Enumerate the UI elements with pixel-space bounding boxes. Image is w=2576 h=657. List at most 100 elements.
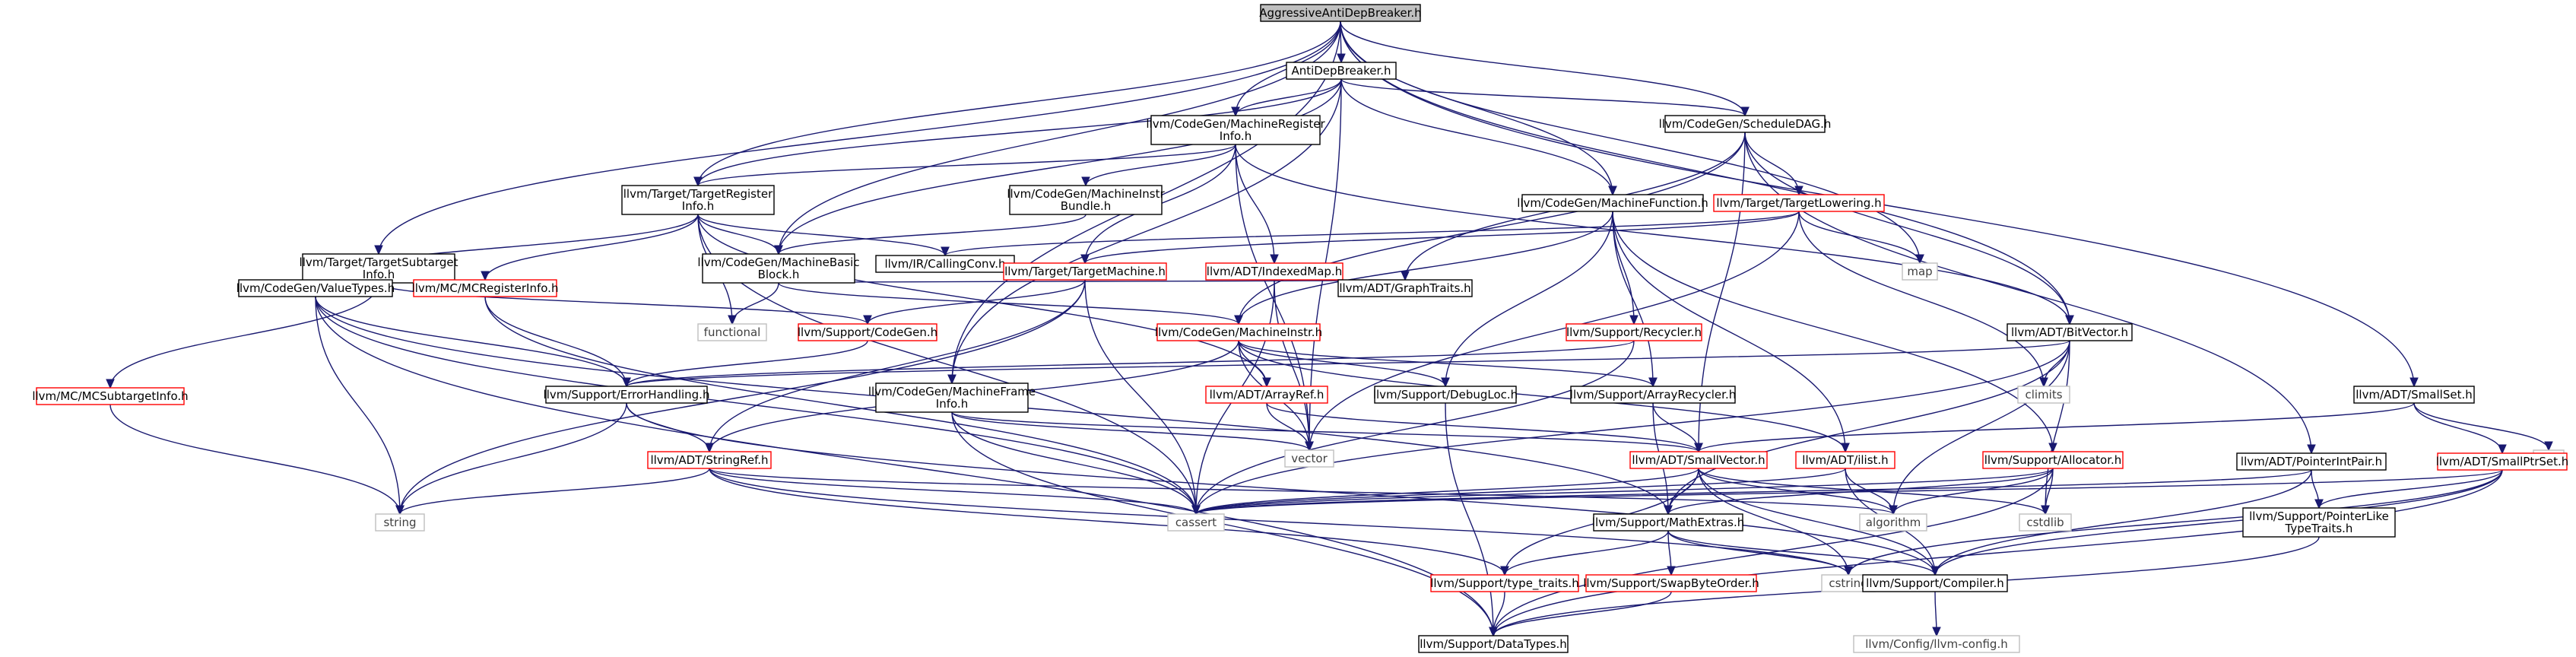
edge-line	[627, 340, 2070, 386]
node-llvm-support-mathextras-h[interactable]: llvm/Support/MathExtras.h	[1592, 513, 1744, 532]
edge-llvm-adt-bitvector-h-to-climits	[2044, 340, 2070, 386]
node-label-line: Info.h	[1220, 129, 1252, 143]
edge-line	[109, 404, 400, 514]
node-box	[1205, 386, 1328, 404]
edge-llvm-support-compiler-h-to-llvm-config-llvm-config-h	[1935, 591, 1937, 636]
node-llvm-support-type-traits-h[interactable]: llvm/Support/type_traits.h	[1430, 574, 1579, 592]
node-llvm-codegen-scheduledag-h[interactable]: llvm/CodeGen/ScheduleDAG.h	[1659, 115, 1832, 133]
node-label-line: Block.h	[758, 268, 800, 281]
edge-line	[1667, 530, 1848, 575]
edge-line	[1266, 402, 1699, 452]
node-llvm-adt-indexedmap-h[interactable]: llvm/ADT/IndexedMap.h	[1205, 262, 1344, 281]
edge-line	[484, 296, 627, 386]
node-llvm-support-recycler-h[interactable]: llvm/Support/Recycler.h	[1566, 323, 1702, 341]
node-label-line: llvm/Support/CodeGen.h	[798, 325, 937, 339]
edge-llvm-mc-mcsubtargetinfo-h-to-string	[109, 404, 400, 514]
node-label-line: cassert	[1175, 516, 1217, 529]
node-llvm-codegen-machineinstr-h[interactable]: llvm/CodeGen/MachineInstr.h	[1155, 323, 1322, 341]
node-llvm-ir-callingconv-h[interactable]: llvm/IR/CallingConv.h	[875, 255, 1015, 273]
node-box	[36, 387, 185, 405]
node-llvm-adt-stringref-h[interactable]: llvm/ADT/StringRef.h	[647, 451, 772, 469]
node-llvm-support-compiler-h[interactable]: llvm/Support/Compiler.h	[1862, 574, 2008, 592]
node-llvm-codegen-valuetypes-h[interactable]: llvm/CodeGen/ValueTypes.h	[236, 279, 395, 297]
node-llvm-support-errorhandling-h[interactable]: llvm/Support/ErrorHandling.h	[544, 386, 710, 404]
node-llvm-target-targetmachine-h[interactable]: llvm/Target/TargetMachine.h	[1003, 262, 1167, 281]
node-llvm-adt-ilist-h[interactable]: llvm/ADT/ilist.h	[1795, 451, 1896, 469]
edge-llvm-adt-pointerintpair-h-to-cassert	[1196, 469, 2312, 514]
node-llvm-support-datatypes-h[interactable]: llvm/Support/DataTypes.h	[1418, 635, 1569, 653]
node-llvm-support-debugloc-h[interactable]: llvm/Support/DebugLoc.h	[1373, 386, 1518, 404]
node-llvm-adt-arrayref-h[interactable]: llvm/ADT/ArrayRef.h	[1205, 386, 1328, 404]
edge-llvm-target-targetlowering-h-to-vector	[1309, 211, 1800, 450]
edge-line	[1612, 211, 2053, 452]
node-llvm-support-allocator-h[interactable]: llvm/Support/Allocator.h	[1982, 451, 2124, 469]
edge-llvm-adt-stringref-h-to-string	[400, 468, 710, 514]
edge-llvm-codegen-machinefunction-h-to-llvm-adt-ilist-h	[1612, 211, 1845, 452]
node-label-line: llvm/CodeGen/MachineFunction.h	[1517, 196, 1708, 210]
node-antidepbreaker-h[interactable]: AntiDepBreaker.h	[1286, 62, 1397, 80]
node-llvm-codegen-machinefunction-h[interactable]: llvm/CodeGen/MachineFunction.h	[1517, 194, 1708, 212]
edge-aggressiveantidepbreaker-h-to-llvm-target-targetregister-info-h	[698, 21, 1341, 186]
edge-line	[1493, 469, 2503, 636]
edge-llvm-target-targetregister-info-h-to-llvm-adt-arrayref-h	[697, 214, 1267, 386]
node-layer: AggressiveAntiDepBreaker.hAntiDepBreaker…	[32, 4, 2569, 653]
node-box	[1167, 513, 1225, 532]
edge-llvm-target-targetmachine-h-to-llvm-adt-stringref-h	[709, 279, 1086, 452]
edge-llvm-adt-smallptrset-h-to-cstring	[1848, 469, 2503, 575]
node-label-line: llvm/CodeGen/ValueTypes.h	[236, 281, 395, 295]
edge-line	[110, 282, 379, 388]
edge-llvm-support-swapbyteorder-h-to-llvm-support-datatypes-h	[1493, 591, 1672, 636]
node-llvm-mc-mcsubtargetinfo-h[interactable]: llvm/MC/MCSubtargetInfo.h	[32, 387, 189, 405]
edge-line	[951, 411, 1699, 452]
node-llvm-mc-mcregisterinfo-h[interactable]: llvm/MC/MCRegisterInfo.h	[412, 279, 559, 297]
edge-line	[315, 296, 1196, 514]
edge-line	[1493, 468, 2054, 636]
edge-line	[945, 211, 1800, 256]
node-llvm-support-arrayrecycler-h[interactable]: llvm/Support/ArrayRecycler.h	[1570, 386, 1736, 404]
edge-llvm-support-allocator-h-to-algorithm	[1893, 468, 2054, 514]
node-llvm-target-targetlowering-h[interactable]: llvm/Target/TargetLowering.h	[1713, 194, 1885, 212]
edge-line	[698, 144, 1236, 186]
edge-line	[1340, 78, 1745, 116]
node-label-line: Info.h	[363, 268, 395, 281]
edge-line	[1238, 340, 1845, 452]
edge-llvm-adt-stringref-h-to-algorithm	[709, 468, 1893, 514]
node-label-line: llvm/Support/ErrorHandling.h	[544, 388, 710, 402]
edge-line	[779, 214, 1087, 254]
node-llvm-support-swapbyteorder-h[interactable]: llvm/Support/SwapByteOrder.h	[1583, 574, 1759, 592]
node-box	[1859, 513, 1927, 532]
edge-llvm-target-targetlowering-h-to-llvm-ir-callingconv-h	[945, 211, 1800, 256]
node-llvm-adt-pointerintpair-h[interactable]: llvm/ADT/PointerIntPair.h	[2236, 452, 2387, 471]
edge-line	[709, 279, 1086, 452]
edge-line	[1196, 469, 2503, 514]
node-box	[697, 323, 767, 341]
node-box	[1521, 194, 1704, 212]
node-llvm-adt-smallset-h[interactable]: llvm/ADT/SmallSet.h	[2353, 386, 2475, 404]
node-label-line: llvm/Target/TargetRegister	[623, 187, 773, 201]
node-label-line: llvm/CodeGen/ScheduleDAG.h	[1659, 117, 1832, 131]
edge-line	[1668, 468, 2054, 514]
edge-line	[1798, 211, 2044, 386]
node-llvm-adt-smallptrset-h[interactable]: llvm/ADT/SmallPtrSet.h	[2436, 452, 2569, 471]
node-box	[647, 451, 772, 469]
edge-antidepbreaker-h-to-llvm-codegen-machineregister-info-h	[1236, 78, 1342, 116]
node-llvm-adt-smallvector-h[interactable]: llvm/ADT/SmallVector.h	[1629, 451, 1768, 469]
node-box	[798, 323, 937, 341]
edge-line	[1085, 211, 1800, 263]
node-llvm-support-codegen-h[interactable]: llvm/Support/CodeGen.h	[798, 323, 937, 341]
node-label-line: llvm/Target/TargetLowering.h	[1716, 196, 1881, 210]
node-llvm-adt-bitvector-h[interactable]: llvm/ADT/BitVector.h	[2007, 323, 2133, 341]
edge-llvm-codegen-machinebasic-block-h-to-llvm-codegen-machineinstr-h	[778, 282, 1239, 324]
node-label-line: llvm/Support/Recycler.h	[1566, 325, 1702, 339]
node-llvm-adt-graphtraits-h[interactable]: llvm/ADT/GraphTraits.h	[1337, 279, 1473, 297]
edge-line	[2413, 402, 2549, 450]
node-label-line: vector	[1291, 452, 1328, 465]
edge-line	[1340, 78, 1613, 195]
